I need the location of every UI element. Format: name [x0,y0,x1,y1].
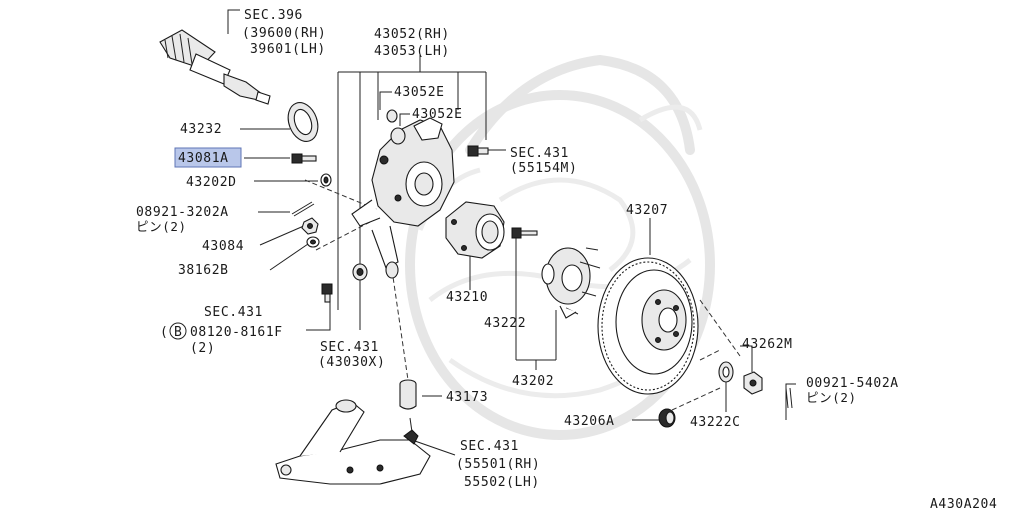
label-43052e-upper[interactable]: 43052E [394,85,445,100]
label-43053-lh[interactable]: 43053(LH) [374,44,450,59]
label-paren-open: ( [160,325,168,340]
bushing-43173-part[interactable] [399,379,417,410]
label-pin-2-a: ピン(2) [136,219,187,234]
highlight-43081a-box[interactable] [174,147,242,168]
washer-38162b-part[interactable] [306,236,320,248]
label-43173[interactable]: 43173 [446,390,488,405]
bolt-55154m-part[interactable] [467,145,489,157]
label-sec431-c[interactable]: SEC.431 [320,340,379,355]
label-43210[interactable]: 43210 [446,290,488,305]
label-pin-2-b: ピン(2) [806,390,857,405]
drive-shaft-part[interactable] [159,29,271,105]
label-43052-rh[interactable]: 43052(RH) [374,27,450,42]
label-43084[interactable]: 43084 [202,239,244,254]
label-08120-8161f[interactable]: 08120-8161F [190,325,283,340]
nut-43262m-part[interactable] [743,371,763,395]
label-55154m[interactable]: (55154M) [510,161,577,176]
bushing-43030x-part[interactable] [352,261,399,281]
label-sec431-b[interactable]: SEC.431 [204,305,263,320]
label-sec396[interactable]: SEC.396 [244,8,303,23]
label-43202d[interactable]: 43202D [186,175,237,190]
label-43222c[interactable]: 43222C [690,415,741,430]
washer-43222c-part[interactable] [718,361,734,383]
cotter-pin-08921-part[interactable] [291,201,315,217]
hub-bearing-43210-part[interactable] [445,201,505,259]
label-38162b[interactable]: 38162B [178,263,229,278]
cotter-pin-00921-part[interactable] [785,387,793,409]
part-labels: SEC.396 (39600(RH) 39601(LH) 43052(RH) 4… [136,8,997,510]
label-43222[interactable]: 43222 [484,316,526,331]
label-qty-2-b: (2) [190,341,215,356]
label-sec431-a[interactable]: SEC.431 [510,146,569,161]
label-55501-rh[interactable]: (55501(RH) [456,457,540,472]
label-43206a[interactable]: 43206A [564,414,615,429]
label-39601[interactable]: 39601(LH) [250,42,326,57]
label-43052e-lower[interactable]: 43052E [412,107,463,122]
label-43081a[interactable]: 43081A [178,151,229,166]
bolt-43222-part[interactable] [511,227,538,239]
label-00921-5402a[interactable]: 00921-5402A [806,376,899,391]
label-39600[interactable]: (39600(RH) [242,26,326,41]
label-sec431-d[interactable]: SEC.431 [460,439,519,454]
label-43232[interactable]: 43232 [180,122,222,137]
bolt-43081a-part[interactable] [291,153,317,164]
hub-43202-part[interactable] [541,247,601,319]
label-43202[interactable]: 43202 [512,374,554,389]
label-55502-lh[interactable]: 55502(LH) [464,475,540,490]
label-43207[interactable]: 43207 [626,203,668,218]
figure-code: A430A204 [930,497,997,510]
plug-43206a-part[interactable] [658,408,676,428]
label-bolt-b: B [174,325,182,340]
bolt-08120-part[interactable] [321,283,333,303]
washer-43202d-part[interactable] [320,173,332,187]
label-43262m[interactable]: 43262M [742,337,793,352]
oil-seal-43232-part[interactable] [283,98,323,145]
lower-arm-55501-part[interactable] [275,399,431,485]
brake-rotor-43207-part[interactable] [597,257,699,395]
bushing-43052e-part[interactable] [386,109,406,145]
bolt-b-circle-icon [169,322,187,340]
label-08921-3202a[interactable]: 08921-3202A [136,205,229,220]
nut-43084-part[interactable] [301,217,319,235]
label-43030x[interactable]: (43030X) [318,355,385,370]
